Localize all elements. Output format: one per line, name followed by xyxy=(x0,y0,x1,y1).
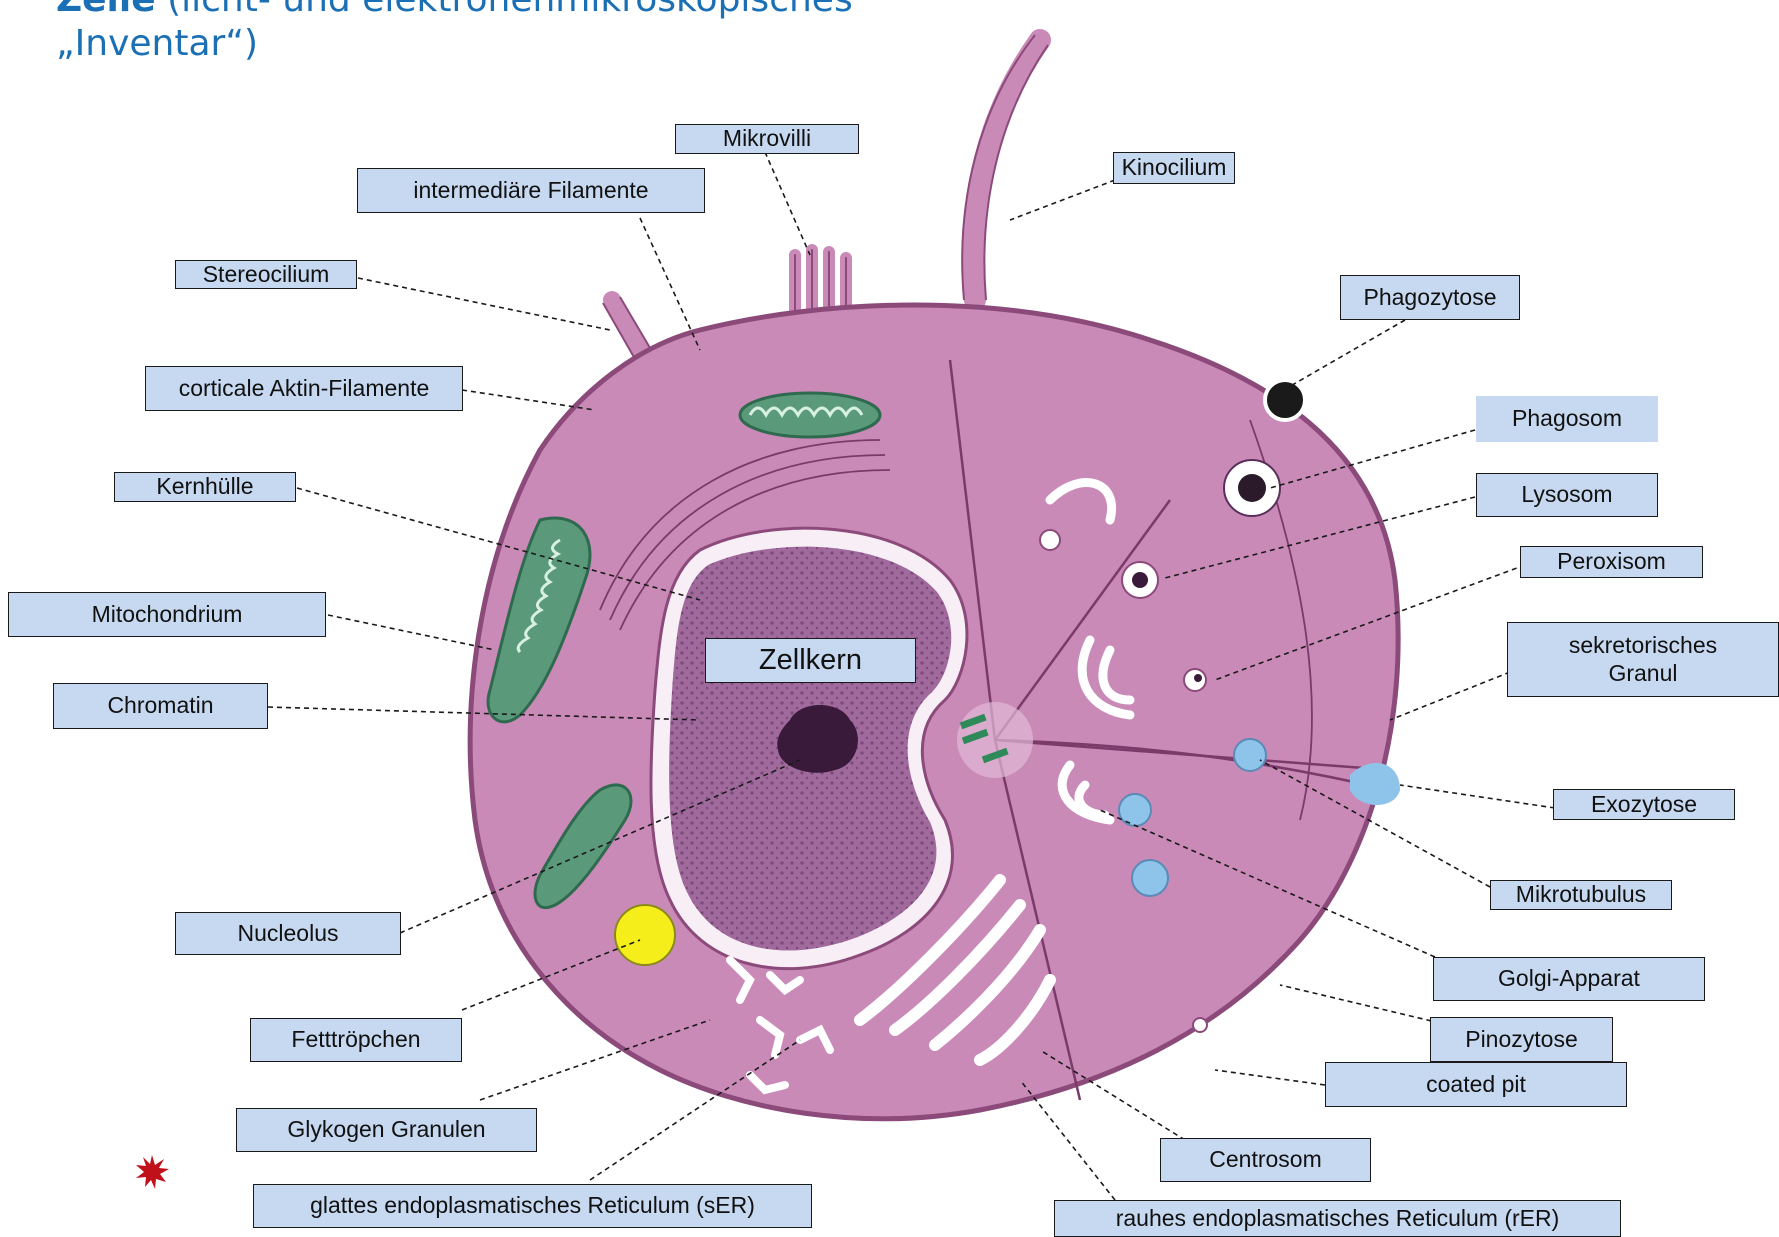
label-phagozytose: Phagozytose xyxy=(1340,275,1520,320)
label-fetttroepfchen: Fetttröpchen xyxy=(250,1018,462,1062)
label-centrosom: Centrosom xyxy=(1160,1138,1371,1182)
label-glykogen-granulen: Glykogen Granulen xyxy=(236,1108,537,1152)
label-corticale-aktin: corticale Aktin-Filamente xyxy=(145,366,463,411)
label-phagosom: Phagosom xyxy=(1476,396,1658,442)
label-peroxisom: Peroxisom xyxy=(1520,546,1703,578)
label-nucleolus: Nucleolus xyxy=(175,912,401,955)
label-kinocilium: Kinocilium xyxy=(1113,152,1235,184)
label-coated-pit: coated pit xyxy=(1325,1062,1627,1107)
label-golgi-apparat: Golgi-Apparat xyxy=(1433,957,1705,1001)
label-mitochondrium: Mitochondrium xyxy=(8,592,326,637)
label-sekretorisches-granul: sekretorisches Granul xyxy=(1507,622,1779,697)
label-stereocilium: Stereocilium xyxy=(175,260,357,289)
label-pinozytose: Pinozytose xyxy=(1430,1017,1613,1062)
label-mikrotubulus: Mikrotubulus xyxy=(1490,880,1672,910)
label-mikrovilli: Mikrovilli xyxy=(675,124,859,154)
label-zellkern: Zellkern xyxy=(705,638,916,683)
label-chromatin: Chromatin xyxy=(53,683,268,729)
label-lysosom: Lysosom xyxy=(1476,473,1658,517)
label-exozytose: Exozytose xyxy=(1553,789,1735,820)
label-ser: glattes endoplasmatisches Reticulum (sER… xyxy=(253,1184,812,1228)
label-intermediaere-filamente: intermediäre Filamente xyxy=(357,168,705,213)
label-rer: rauhes endoplasmatisches Reticulum (rER) xyxy=(1054,1200,1621,1237)
centrosome-shape xyxy=(957,702,1033,778)
star-icon xyxy=(134,1154,170,1190)
label-kernhuelle: Kernhülle xyxy=(114,472,296,502)
fat-droplet-shape xyxy=(615,905,675,965)
